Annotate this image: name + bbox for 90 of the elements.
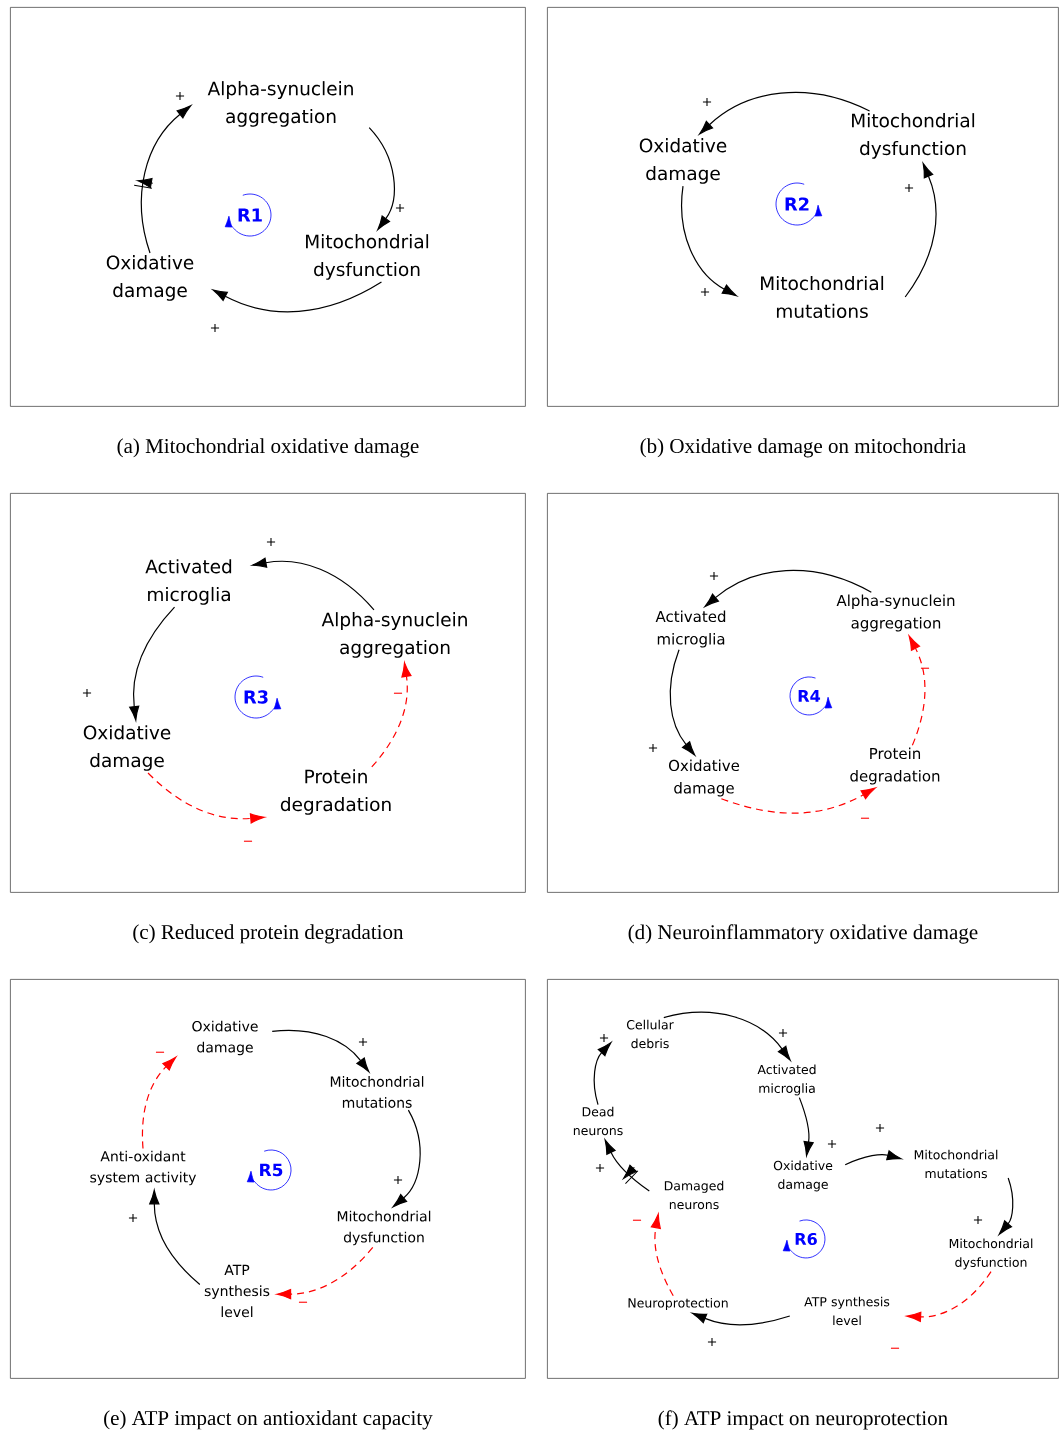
arrow xyxy=(133,105,192,254)
polarity-sign: + xyxy=(875,1123,885,1133)
polarity-sign: + xyxy=(648,743,658,753)
arrow xyxy=(650,1213,674,1297)
variable-name: Neuroprotection xyxy=(628,1297,728,1311)
node-label: (c) Reduced protein degradation xyxy=(133,924,404,944)
arrow xyxy=(908,635,926,746)
polarity-sign: + xyxy=(395,203,405,213)
arrow xyxy=(669,649,696,756)
variable-name: ATP synthesis level xyxy=(804,1296,890,1326)
node-label: (f) ATP impact on neuroprotection xyxy=(658,1410,948,1430)
variable-name: Oxidative damage xyxy=(669,759,740,797)
variable-name: Mitochondrial dysfunction xyxy=(337,1210,431,1246)
polarity-sign: + xyxy=(393,1175,403,1185)
polarity-sign: + xyxy=(358,1037,368,1047)
variable-name: Mitochondrial mutations xyxy=(330,1076,424,1108)
arrow xyxy=(681,185,737,297)
variable-name: Activated microglia xyxy=(145,559,232,605)
variable-name: Alpha-synuclein aggregation xyxy=(207,81,353,127)
arrow xyxy=(251,557,375,611)
variable-name: Dead neurons xyxy=(573,1106,623,1136)
arrow xyxy=(604,1139,650,1192)
variable-name: Protein degradation xyxy=(850,747,940,785)
polarity-sign: + xyxy=(702,97,712,107)
polarity-sign: + xyxy=(707,1337,717,1347)
variable-name: Mitochondrial dysfunction xyxy=(852,113,975,159)
polarity-sign: − xyxy=(890,1347,900,1349)
variable-name: Damaged neurons xyxy=(664,1180,724,1210)
arrow xyxy=(998,1177,1014,1235)
variable-name: Activated microglia xyxy=(757,1064,816,1096)
variable-name: Oxidative damage xyxy=(192,1020,258,1056)
variable-name: Mitochondrial mutations xyxy=(761,275,884,319)
polarity-sign: − xyxy=(393,692,403,694)
polarity-sign: − xyxy=(920,667,930,669)
polarity-sign: + xyxy=(778,1028,788,1038)
variable-name: Oxidative damage xyxy=(106,255,194,301)
arrow xyxy=(593,1042,612,1106)
polarity-sign: + xyxy=(82,688,92,698)
arrow xyxy=(149,1189,201,1286)
polarity-sign: + xyxy=(210,323,220,333)
arrow xyxy=(368,127,395,231)
arrow xyxy=(798,1097,814,1157)
arrow xyxy=(906,1271,992,1322)
arrow xyxy=(212,281,383,313)
variable-name: Oxidative damage xyxy=(83,725,171,771)
polarity-sign: + xyxy=(175,91,185,101)
node-label: (e) ATP impact on antioxidant capacity xyxy=(104,1410,433,1430)
node-label: (d) Neuroinflammatory oxidative damage xyxy=(628,924,978,944)
arrow xyxy=(663,1011,791,1061)
polarity-sign: + xyxy=(827,1139,837,1149)
arrow xyxy=(691,1312,791,1326)
variable-name: Cellular debris xyxy=(626,1019,674,1049)
arrow xyxy=(271,1029,370,1073)
arrow xyxy=(704,570,872,608)
variable-name: Mitochondrial mutations xyxy=(914,1149,998,1179)
polarity-sign: + xyxy=(595,1163,605,1173)
variable-name: Oxidative damage xyxy=(773,1160,833,1192)
polarity-sign: + xyxy=(700,287,710,297)
polarity-sign: + xyxy=(709,571,719,581)
arrow xyxy=(698,91,871,135)
polarity-sign: − xyxy=(155,1051,165,1053)
arrow xyxy=(141,1056,177,1150)
polarity-sign: − xyxy=(860,817,870,819)
polarity-sign: − xyxy=(632,1219,642,1221)
variable-name: ATP synthesis level xyxy=(204,1264,270,1318)
variable-name: Protein degradation xyxy=(280,769,391,815)
arrow xyxy=(720,787,876,814)
arrow xyxy=(147,772,265,824)
variable-name: Anti-oxidant system activity xyxy=(90,1150,197,1186)
arrow xyxy=(276,1246,374,1300)
polarity-sign: + xyxy=(128,1213,138,1223)
polarity-sign: − xyxy=(243,840,253,842)
node-label: (a) Mitochondrial oxidative damage xyxy=(117,438,419,458)
polarity-sign: + xyxy=(973,1215,983,1225)
arrow xyxy=(371,662,412,768)
node-label: (b) Oxidative damage on mitochondria xyxy=(640,438,966,458)
arrow xyxy=(129,606,176,721)
arrow xyxy=(904,163,937,298)
variable-name: Mitochondrial dysfunction xyxy=(949,1238,1033,1270)
variable-name: Oxidative damage xyxy=(639,138,727,184)
variable-name: Alpha-synuclein aggregation xyxy=(321,612,467,658)
arrow xyxy=(392,1109,421,1208)
polarity-sign: + xyxy=(904,183,914,193)
variable-name: Alpha-synuclein aggregation xyxy=(836,594,955,632)
arrow xyxy=(844,1150,902,1166)
variable-name: Activated microglia xyxy=(655,610,726,648)
polarity-sign: − xyxy=(298,1301,308,1303)
polarity-sign: + xyxy=(599,1033,609,1043)
polarity-sign: + xyxy=(266,537,276,547)
variable-name: Mitochondrial dysfunction xyxy=(306,234,429,280)
